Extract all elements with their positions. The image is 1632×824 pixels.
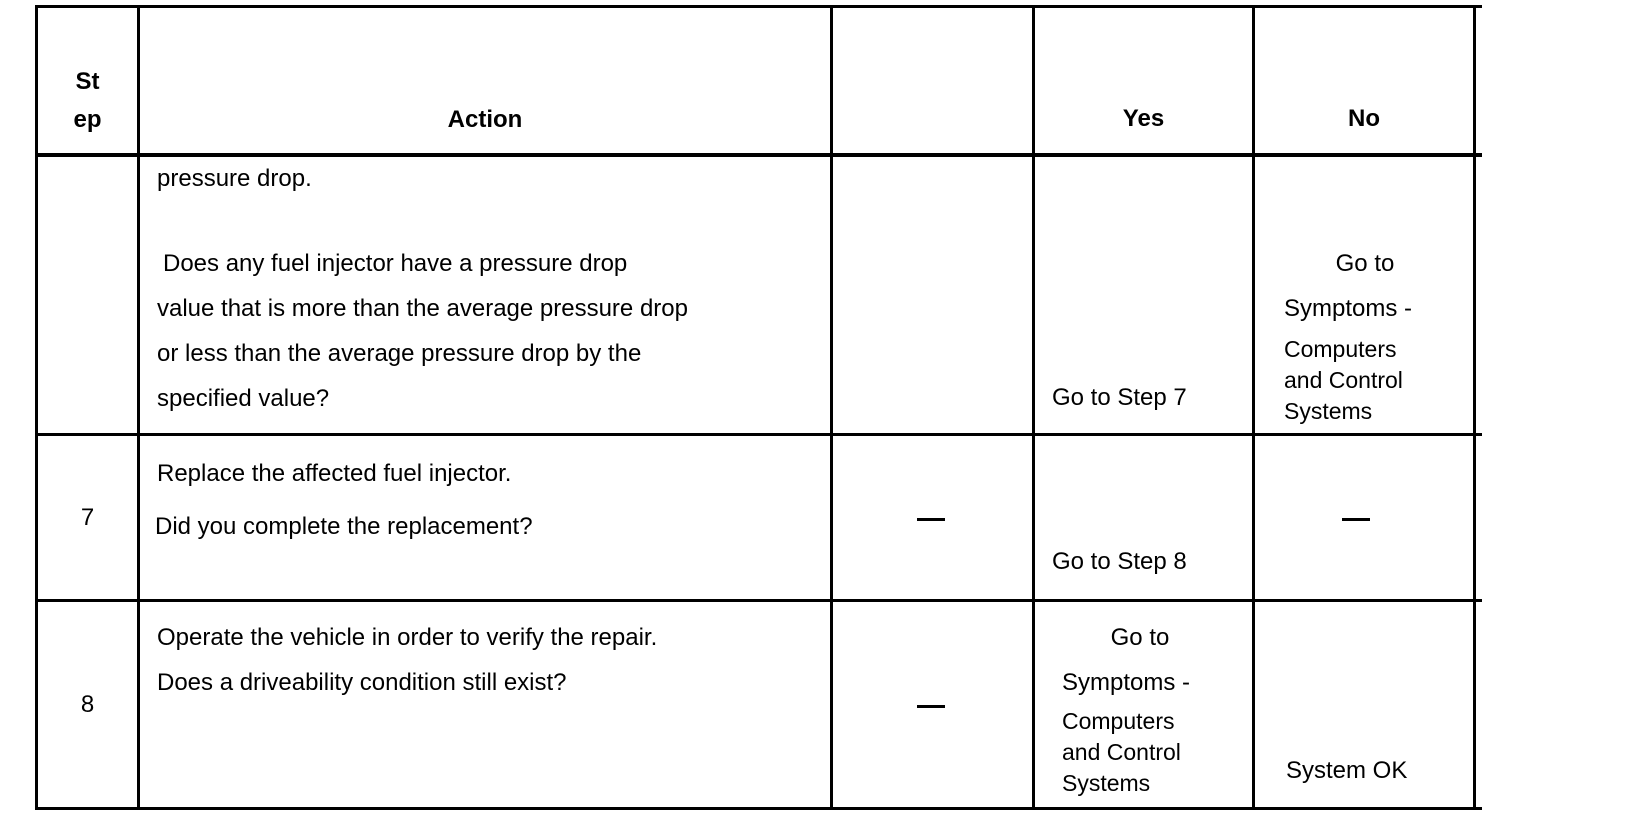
column-divider-action xyxy=(137,5,140,810)
header-yes: Yes xyxy=(1122,105,1165,132)
row3-no-text: System OK xyxy=(1286,757,1408,784)
row3-yes-line1[interactable]: Go to xyxy=(1110,624,1170,651)
row1-no-line4[interactable]: and Control xyxy=(1284,367,1403,393)
row3-yes-line5[interactable]: Systems xyxy=(1062,770,1151,796)
column-divider-no xyxy=(1252,5,1255,810)
row1-no-line2[interactable]: Symptoms - xyxy=(1284,295,1413,322)
header-action: Action xyxy=(447,106,523,133)
row3-yes-line3[interactable]: Computers xyxy=(1062,708,1175,734)
row1-action-line1: pressure drop. xyxy=(157,165,312,192)
row2-yes-link[interactable]: Go to Step 8 xyxy=(1052,548,1187,575)
row1-yes-link[interactable]: Go to Step 7 xyxy=(1052,384,1187,411)
row3-step-number: 8 xyxy=(80,691,95,718)
header-step-line2: ep xyxy=(73,106,102,133)
row3-yes-line4[interactable]: and Control xyxy=(1062,739,1181,765)
row2-action-line2: Did you complete the replacement? xyxy=(155,513,533,540)
table-border-right xyxy=(1473,5,1476,810)
row2-action-line1: Replace the affected fuel injector. xyxy=(157,460,512,487)
row1-action-line2: Does any fuel injector have a pressure d… xyxy=(163,250,628,277)
row1-action-line5: specified value? xyxy=(157,385,330,412)
row1-no-line3[interactable]: Computers xyxy=(1284,336,1397,362)
row1-action-line4: or less than the average pressure drop b… xyxy=(157,340,642,367)
row2-value-dash xyxy=(917,518,945,521)
row2-step-number: 7 xyxy=(80,504,95,531)
header-no: No xyxy=(1348,105,1380,132)
column-divider-value xyxy=(830,5,833,810)
table-border-top xyxy=(35,5,1482,8)
row3-value-dash xyxy=(917,705,945,708)
row-divider-1 xyxy=(35,433,1482,436)
row1-action-line3: value that is more than the average pres… xyxy=(157,295,688,322)
row3-action-line2: Does a driveability condition still exis… xyxy=(157,669,567,696)
row3-yes-line2[interactable]: Symptoms - xyxy=(1062,669,1191,696)
table-border-bottom xyxy=(35,807,1482,810)
table-border-left xyxy=(35,5,38,810)
row-divider-2 xyxy=(35,599,1482,602)
row3-action-line1: Operate the vehicle in order to verify t… xyxy=(157,624,658,651)
row1-no-line1[interactable]: Go to xyxy=(1335,250,1395,277)
header-step-line1: St xyxy=(75,68,100,95)
column-divider-yes xyxy=(1032,5,1035,810)
row1-no-line5[interactable]: Systems xyxy=(1284,398,1373,424)
header-divider xyxy=(35,153,1482,157)
row2-no-dash xyxy=(1342,518,1370,521)
